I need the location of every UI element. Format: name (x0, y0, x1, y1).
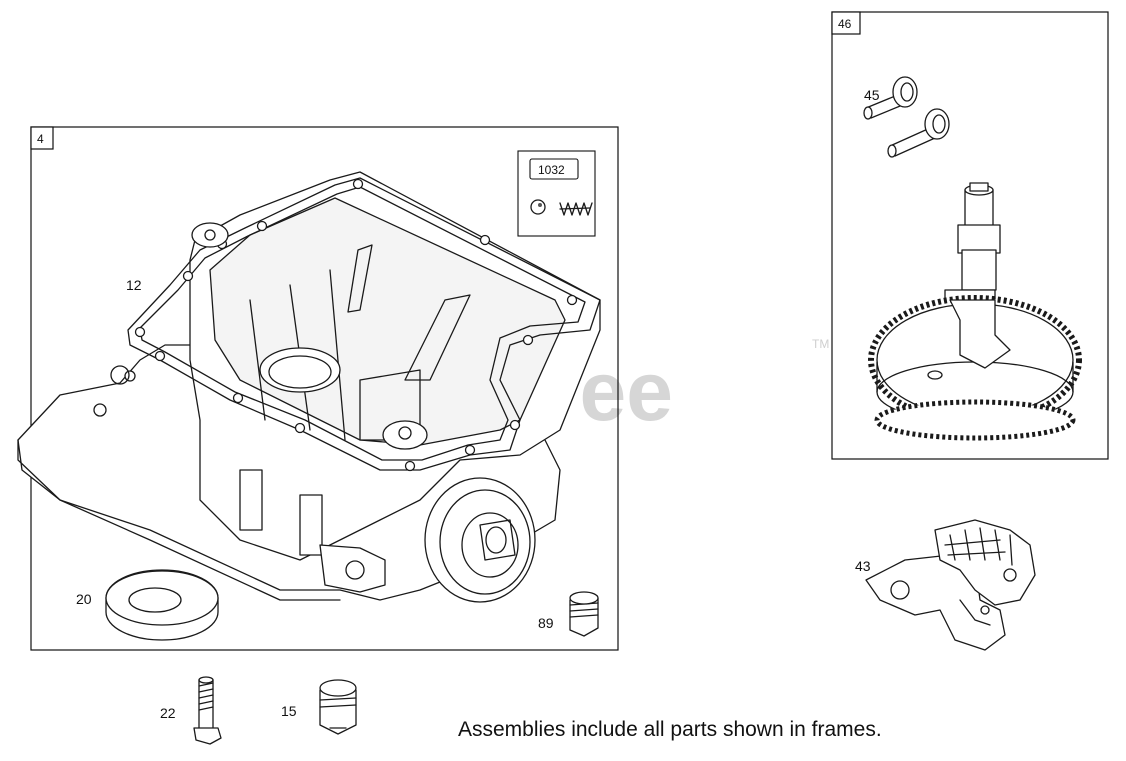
spring-icon (559, 202, 593, 216)
camshaft-drawing (868, 182, 1082, 441)
assemblies-note: Assemblies include all parts shown in fr… (458, 718, 882, 741)
part-label-15: 15 (281, 703, 297, 719)
part-label-89: 89 (538, 615, 554, 631)
part-label-45: 45 (864, 87, 880, 103)
part-label-22: 22 (160, 705, 176, 721)
frame-46-label: 46 (838, 17, 852, 31)
seal-drawing (105, 569, 219, 641)
screw-22-drawing (193, 676, 222, 745)
part-label-20: 20 (76, 591, 92, 607)
plug-89-drawing (569, 591, 599, 637)
frame-4: 4 (30, 126, 619, 651)
governor-drawing (865, 519, 1036, 651)
sump-cover-drawing (17, 171, 601, 603)
plug-15-drawing (319, 679, 357, 735)
trademark-mark: TM (812, 337, 829, 351)
gasket-bolt-holes (134, 178, 578, 472)
part-label-43: 43 (855, 558, 871, 574)
part-label-12: 12 (126, 277, 142, 293)
check-ball-icon (530, 199, 546, 215)
frame-4-label: 4 (37, 132, 44, 146)
frame-1032-label: 1032 (538, 163, 565, 177)
frame-1032: 1032 (517, 150, 596, 237)
frame-46: 46 (831, 11, 1109, 460)
tappet-drawing (863, 76, 950, 158)
